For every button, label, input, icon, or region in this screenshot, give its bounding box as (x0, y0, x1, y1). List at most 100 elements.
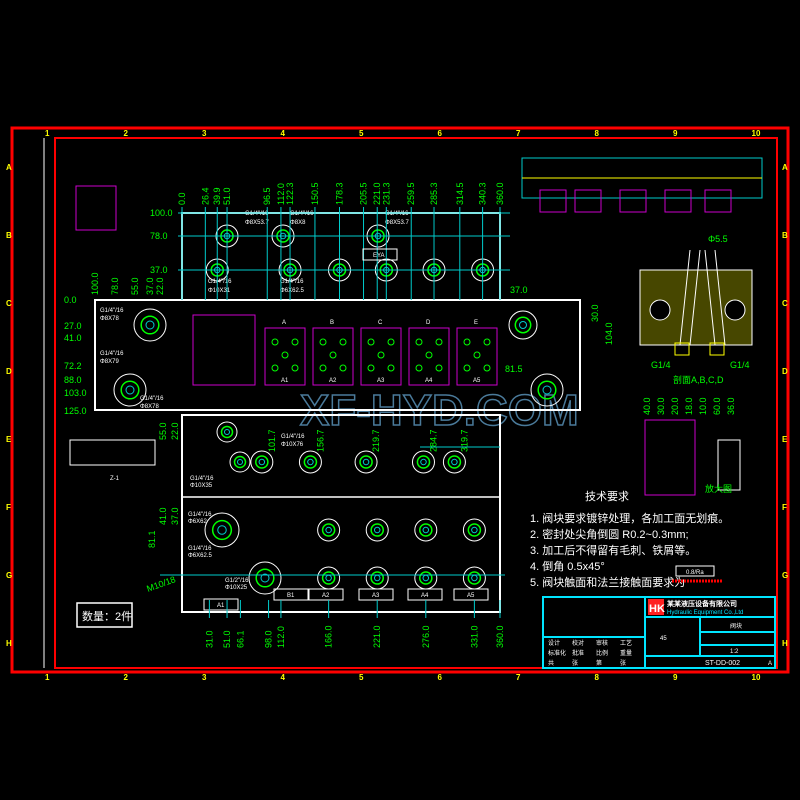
left-detail-box (75, 185, 117, 231)
detail-label: 放大图 (705, 483, 732, 494)
title-block-cell: 标准化 (548, 649, 566, 657)
port-center (145, 320, 155, 330)
grid-row-label: D (6, 367, 12, 376)
valve-port (387, 338, 395, 346)
dim-label-top: 100.0 (90, 272, 100, 295)
port-bore (220, 425, 234, 439)
title-block (542, 596, 776, 669)
hole-label: G1/4"/16 (100, 351, 124, 357)
requirement-item: 3. 加工后不得留有毛刺、铁屑等。 (530, 543, 696, 557)
company-logo-text: HK (649, 603, 665, 615)
valve-port (271, 364, 279, 372)
valve-port (463, 338, 471, 346)
grid-column-label: 6 (438, 673, 443, 682)
grid-column-label: 7 (516, 129, 521, 138)
dim-label-top: 51.0 (222, 187, 232, 205)
grid-column-label: 5 (359, 129, 364, 138)
valve-port (415, 364, 423, 372)
port-hole (411, 450, 435, 474)
valve-module (408, 327, 450, 386)
dim-label-top: 285.3 (429, 182, 439, 205)
dim-label-top: 150.5 (310, 182, 320, 205)
title-block-cell: 校对 (572, 639, 584, 647)
hole-label: Φ6X62.5 (188, 553, 212, 559)
valve-port (291, 364, 299, 372)
valve-port (387, 364, 395, 372)
grid-row-label: E (782, 435, 788, 444)
port-bore (467, 571, 482, 585)
hole-label: Φ10X25 (225, 585, 248, 591)
hole-label: G1/4"/16 (188, 546, 212, 552)
port-bore (321, 523, 336, 537)
port-hole (113, 373, 147, 407)
grid-column-label: 4 (281, 673, 286, 682)
dim-label-top: 314.5 (455, 182, 465, 205)
dim-label-top: 205.5 (359, 182, 369, 205)
port-center (422, 574, 430, 582)
port-bore (419, 523, 433, 537)
dim-label-lower: 101.7 (267, 429, 277, 452)
port (709, 342, 725, 356)
grid-column-label: 2 (124, 673, 129, 682)
grid-row-label: F (6, 503, 11, 512)
inner-border (54, 137, 778, 669)
grid-row-label: C (782, 299, 788, 308)
port-bore (140, 315, 160, 335)
lower-plate (181, 414, 501, 613)
valve-port (319, 338, 327, 346)
dim-label-left: 72.2 (64, 361, 82, 371)
dim-label-left: 100.0 (150, 208, 173, 218)
dim-label-left: 41.0 (64, 333, 82, 343)
title-block-cell: 设计 (548, 639, 560, 647)
dim-label-left: 0.0 (64, 295, 77, 305)
dim-label-bottom: 221.0 (372, 625, 382, 648)
port-bore (233, 455, 247, 469)
dim-label-lower: 156.7 (315, 429, 325, 452)
port-bore (447, 455, 462, 469)
port-tag: B1 (287, 593, 295, 599)
dim-label-top: 259.5 (406, 182, 416, 205)
dim-label-bottom: 31.0 (204, 630, 214, 648)
port-center (471, 574, 478, 582)
grid-column-label: 10 (752, 673, 761, 682)
grid-column-label: 10 (752, 129, 761, 138)
port-hole (204, 512, 240, 548)
dim-label-top: 37.0 (145, 277, 155, 295)
port-tag: A1 (217, 603, 225, 609)
valve-port (377, 351, 385, 359)
valve-port (339, 364, 347, 372)
valve-letter: A (282, 320, 286, 326)
hole-label: Φ10X76 (281, 442, 304, 448)
valve-module (312, 327, 354, 386)
port-tag: A5 (467, 593, 475, 599)
quantity-box (76, 602, 133, 628)
port-bore (303, 455, 318, 469)
grid-row-label: B (782, 231, 788, 240)
dim-label-top: 221.0 (372, 182, 382, 205)
dim-label-left: 81.1 (147, 530, 157, 548)
company-name-en: Hydraulic Equipment Co.,Ltd (667, 610, 743, 616)
drawing-number: ST-DD-002 (705, 660, 740, 667)
hole-label: Φ8X78 (140, 404, 159, 410)
port-hole (462, 566, 486, 590)
port-hole (365, 566, 389, 590)
grid-column-label: 6 (438, 129, 443, 138)
detail-dim: 30.0 (656, 397, 666, 415)
valve-port (319, 364, 327, 372)
section-dim: G1/4 (730, 360, 750, 370)
section-dim: Φ5.5 (708, 234, 728, 244)
valve-port (329, 351, 337, 359)
grid-column-label: 7 (516, 673, 521, 682)
grid-column-label: 3 (202, 129, 207, 138)
valve-letter: B (330, 320, 334, 326)
port-tag: A2 (322, 593, 330, 599)
valve-module (360, 327, 402, 386)
middle-plate (94, 299, 581, 411)
dim-label-left: 125.0 (64, 406, 87, 416)
hole-label: Φ8X53.7 (385, 220, 409, 226)
hole-label: G1/4"/16 (280, 279, 304, 285)
requirements-title: 技术要求 (585, 490, 629, 503)
hole-label: G1/4"/16 (190, 476, 214, 482)
hole-label: Φ8X8 (290, 220, 306, 226)
grid-column-label: 4 (281, 129, 286, 138)
